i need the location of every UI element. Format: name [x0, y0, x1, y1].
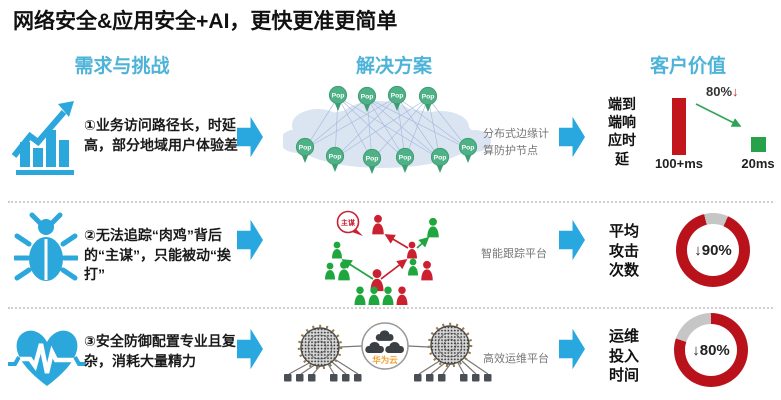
solution-label-1: 分布式边缘计 算防护节点 — [483, 128, 549, 157]
donut-value: ↓80% — [692, 341, 730, 359]
svg-text:Pop: Pop — [434, 155, 447, 162]
attack-trace-diagram: 主谋 — [325, 210, 439, 306]
column-header-demand: 需求与挑战 — [74, 56, 170, 77]
latency-after-label: 20ms — [741, 156, 775, 171]
svg-text:Pop: Pop — [366, 156, 379, 163]
svg-text:Pop: Pop — [299, 145, 312, 152]
network-links — [288, 345, 489, 375]
latency-before-bar — [672, 98, 686, 155]
page-title: 网络安全&应用安全+AI，更快更准更简单 — [13, 10, 398, 33]
svg-text:Pop: Pop — [332, 93, 345, 100]
huawei-cloud-node: 华为云 — [361, 322, 409, 370]
donut-value: ↓90% — [694, 241, 732, 259]
svg-text:Pop: Pop — [329, 154, 342, 161]
donut-chart-opex: ↓80% — [674, 313, 748, 387]
svg-text:Pop: Pop — [462, 145, 475, 152]
svg-text:Pop: Pop — [399, 155, 412, 162]
right-arrow-icon — [559, 219, 585, 261]
mesh-links — [304, 96, 469, 161]
latency-after-bar — [751, 137, 766, 152]
right-arrow-icon — [559, 116, 585, 158]
solution-label-3: 高效运维平台 — [483, 353, 549, 365]
solution-label-2: 智能跟踪平台 — [481, 248, 547, 260]
mesh-network-node — [427, 322, 473, 368]
challenge-text-3: ③安全防御配置专业且复杂，消耗大量精力 — [84, 333, 236, 369]
trend-down-arrow — [695, 103, 742, 127]
value-label-3: 运维 投入 时间 — [608, 328, 639, 384]
challenge-text-1: ①业务访问路径长，时延高，部分地域用户体验差 — [84, 117, 238, 153]
pop-edge-node-cloud-diagram: Pop Pop Pop Pop Pop Pop Pop Pop Pop Pop — [283, 85, 491, 175]
device-squares — [284, 374, 492, 382]
challenge-text-2: ②无法追踪“肉鸡”背后的“主谋”，只能被动“挨打” — [84, 227, 231, 283]
bug-icon — [14, 212, 78, 281]
heart-ekg-icon — [8, 330, 86, 386]
mastermind-stamp: 主谋 — [336, 210, 363, 236]
svg-text:Pop: Pop — [422, 94, 435, 101]
svg-text:Pop: Pop — [361, 94, 374, 101]
down-arrow-icon: ↓ — [732, 84, 739, 99]
row-divider — [8, 201, 773, 203]
value-label-1: 端到 端响 应时 延 — [608, 96, 636, 167]
column-header-value: 客户价值 — [649, 56, 726, 77]
value-label-2: 平均 攻击 次数 — [608, 223, 639, 279]
row-divider — [8, 307, 773, 309]
right-arrow-icon — [559, 328, 585, 370]
trace-arrows — [341, 234, 430, 280]
mesh-network-node — [297, 324, 343, 370]
huawei-cloud-label: 华为云 — [372, 355, 398, 365]
column-header-solution: 解决方案 — [355, 56, 432, 77]
bar-chart-trend-icon — [11, 101, 74, 175]
svg-text:主谋: 主谋 — [341, 218, 356, 227]
huawei-cloud-network-diagram: 华为云 — [284, 322, 492, 382]
pop-nodes: Pop Pop Pop Pop Pop Pop Pop Pop Pop Pop — [295, 85, 478, 175]
donut-chart-attacks: ↓90% — [676, 213, 750, 287]
drop-percentage: 80%↓ — [706, 84, 739, 99]
latency-before-label: 100+ms — [654, 156, 704, 171]
svg-text:Pop: Pop — [391, 93, 404, 100]
